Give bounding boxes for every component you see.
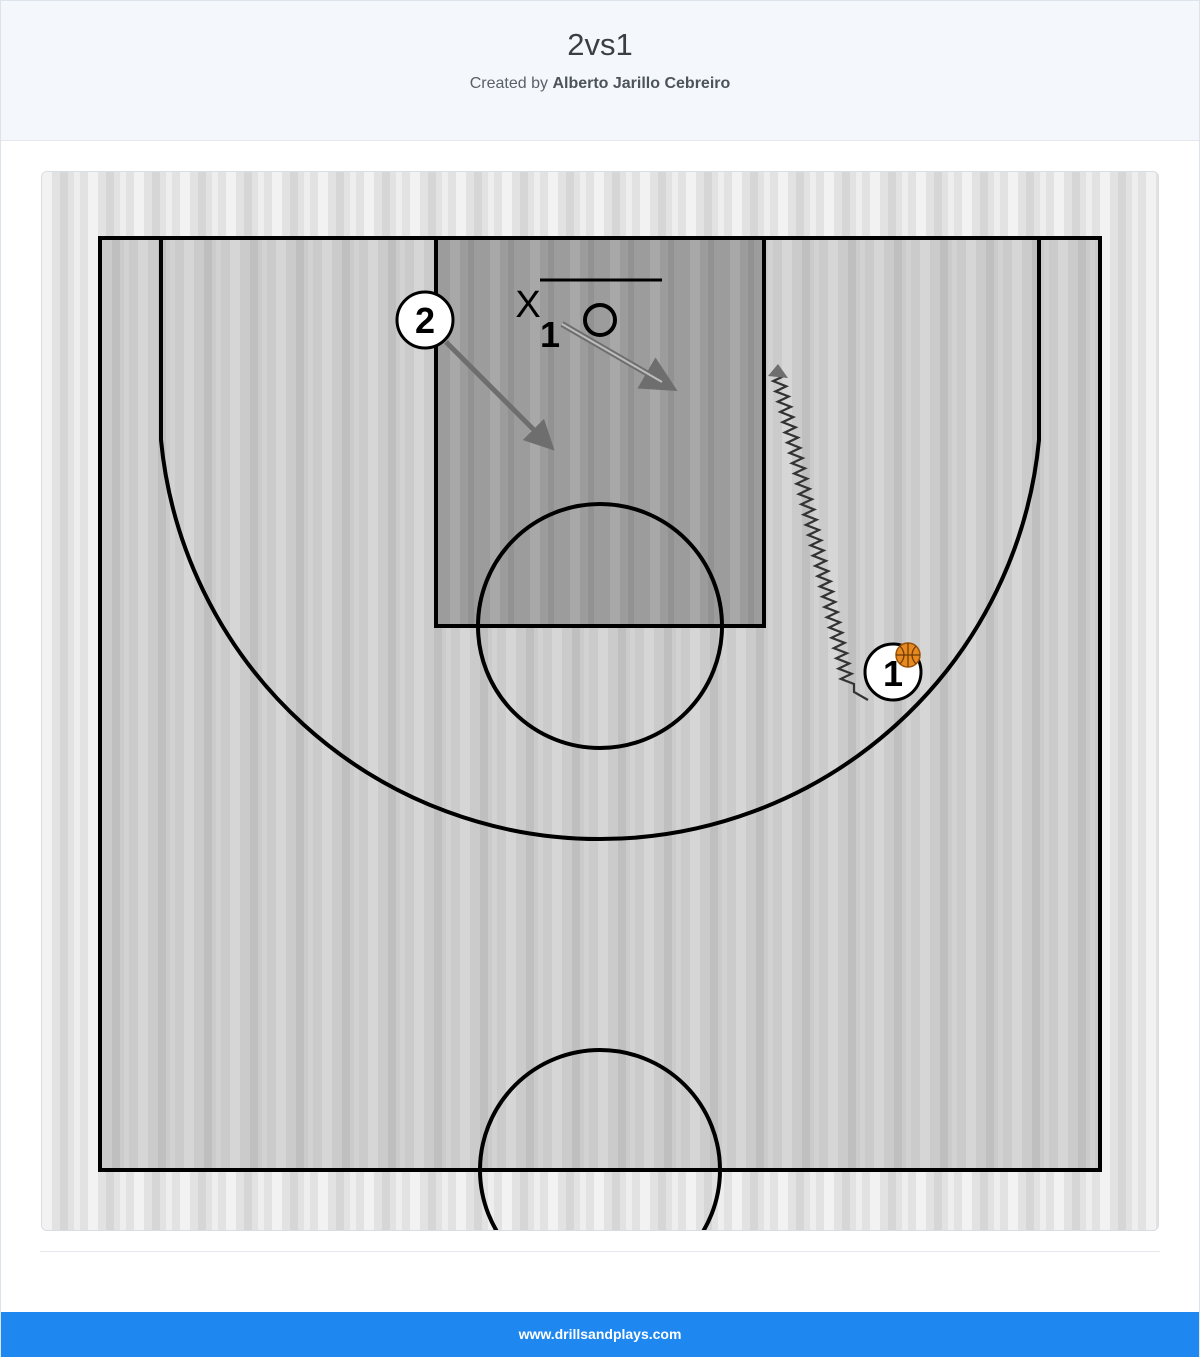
player-1-label: 1 bbox=[883, 653, 903, 694]
player-1-dribble-path bbox=[770, 375, 869, 701]
center-circle bbox=[478, 1048, 722, 1230]
defender-number-label: 1 bbox=[540, 314, 560, 355]
page-header: 2vs1 Created by Alberto Jarillo Cebreiro bbox=[1, 1, 1199, 141]
author-name: Alberto Jarillo Cebreiro bbox=[552, 75, 731, 92]
free-throw-circle bbox=[476, 502, 724, 750]
site-footer: www.drillsandplays.com bbox=[1, 1312, 1199, 1357]
player-2-cut-arrow bbox=[444, 340, 555, 451]
basket bbox=[583, 303, 617, 337]
court-svg: X 1 2 1 bbox=[42, 172, 1158, 1230]
paint-area bbox=[434, 236, 766, 628]
basketball-icon bbox=[895, 642, 921, 668]
play-diagram: X 1 2 1 bbox=[41, 171, 1159, 1231]
site-link[interactable]: www.drillsandplays.com bbox=[518, 1326, 682, 1342]
page-title: 2vs1 bbox=[567, 27, 633, 62]
content-divider bbox=[40, 1251, 1160, 1252]
created-by-label: Created by bbox=[469, 75, 548, 92]
player-2-label: 2 bbox=[415, 300, 435, 341]
author-line: Created by Alberto Jarillo Cebreiro bbox=[1, 75, 1199, 93]
player-2: 2 bbox=[395, 290, 455, 350]
dribble-arrowhead bbox=[768, 364, 788, 378]
defender-move-arrow-inner bbox=[561, 323, 663, 383]
three-point-line bbox=[159, 238, 1041, 841]
defender-x-label: X bbox=[515, 284, 540, 326]
court-boundary bbox=[98, 236, 1102, 1172]
